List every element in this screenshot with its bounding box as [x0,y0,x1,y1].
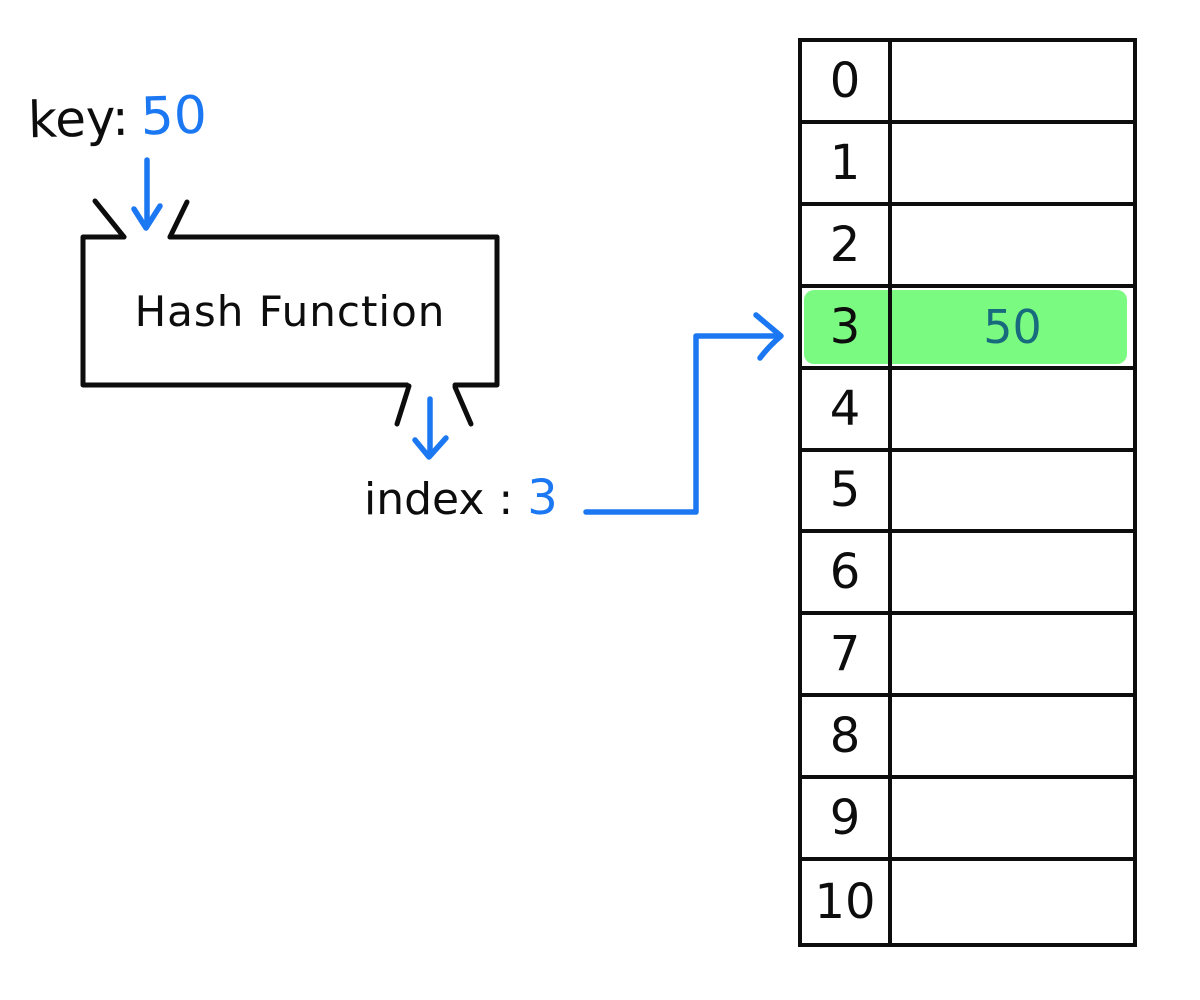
index-cell: 9 [802,779,892,858]
index-cell: 3 [802,287,892,366]
index-cell: 0 [802,42,892,120]
value-cell [892,533,1133,611]
index-cell: 6 [802,533,892,612]
table-row: 2 [802,205,1133,288]
row-highlight [804,289,1127,364]
index-cell: 8 [802,697,892,776]
key-arrow-icon [131,157,163,231]
hash-function-label: Hash Function [134,286,446,336]
value-cell [892,42,1133,120]
value-cell [892,615,1133,693]
value-cell [892,370,1133,448]
table-row: 1 [802,123,1133,206]
funnel-top-right-line [167,199,190,240]
index-annotation: index :3 [364,474,558,522]
value-cell [892,206,1133,284]
index-cell: 5 [802,451,892,530]
table-row: 5 [802,451,1133,534]
table-row: 7 [802,615,1133,698]
value-cell: 50 [983,299,1042,354]
funnel-bottom-right-line [452,384,474,427]
value-cell [892,697,1133,775]
key-label: key: [27,88,130,150]
key-annotation: key:50 [27,86,207,150]
index-cell: 4 [802,369,892,448]
funnel-top-left-line [92,198,127,240]
index-cell: 1 [802,123,892,202]
value-cell [892,861,1133,943]
value-cell [892,452,1133,530]
index-cell: 7 [802,615,892,694]
funnel-bottom-left-line [394,383,412,427]
table-row: 4 [802,369,1133,452]
value-cell [892,779,1133,857]
index-label: index : [364,474,514,525]
index-value: 3 [527,470,558,526]
table-row: 0 [802,42,1133,124]
row-pointer-arrow-icon [583,312,784,515]
hash-table: 0 1 2 3 50 4 5 6 7 [798,38,1137,947]
index-cell: 10 [802,861,892,943]
table-row: 6 [802,533,1133,616]
table-row: 10 [802,861,1133,943]
index-arrow-icon [412,396,449,460]
table-row: 9 [802,779,1133,862]
table-row: 8 [802,697,1133,780]
value-cell [892,124,1133,202]
index-cell: 2 [802,205,892,284]
table-row-highlighted: 3 50 [802,287,1133,370]
key-value: 50 [139,85,208,148]
